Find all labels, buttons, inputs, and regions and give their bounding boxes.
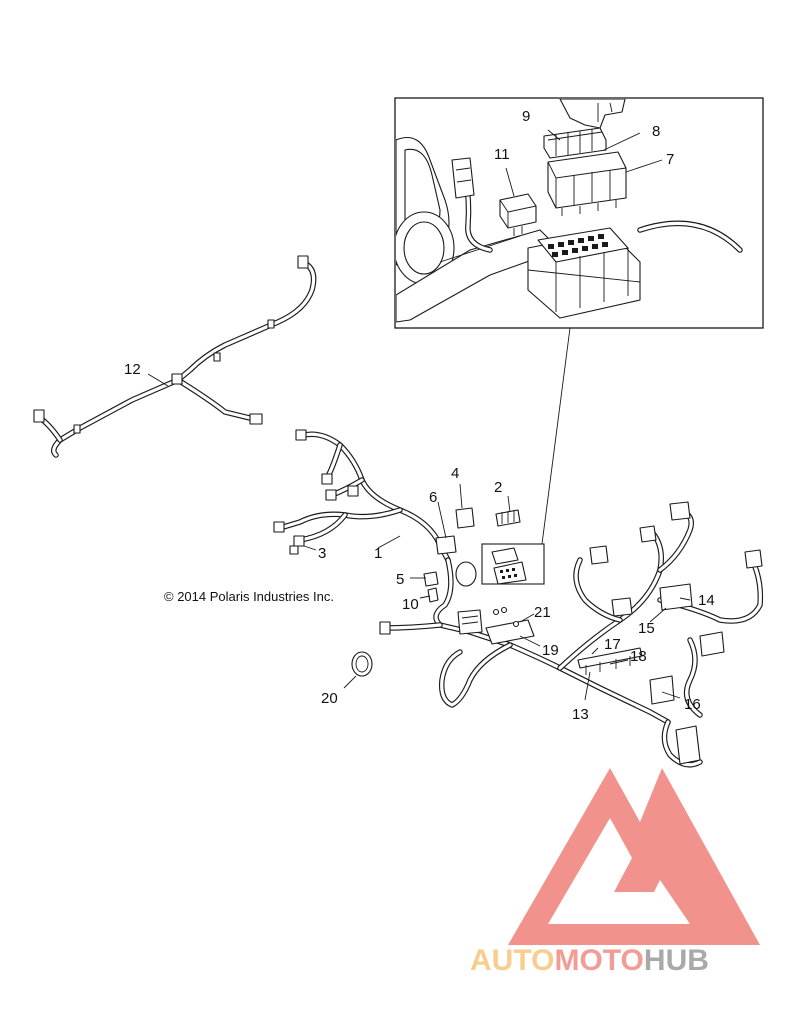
callout-15: 15 <box>638 620 655 637</box>
callout-1: 1 <box>374 545 382 562</box>
harness-12 <box>33 255 317 458</box>
callout-13: 13 <box>572 706 589 723</box>
callout-4: 4 <box>451 465 459 482</box>
relay-11 <box>499 193 537 236</box>
callout-9: 9 <box>522 108 530 125</box>
callout-2: 2 <box>494 479 502 496</box>
fuse-strip-9-8 <box>543 127 607 159</box>
callout-20: 20 <box>321 690 338 707</box>
watermark-auto: AUTO <box>470 944 554 977</box>
callout-18: 18 <box>630 648 647 665</box>
inset-detail-view <box>394 97 764 545</box>
watermark-logo-icon <box>508 768 760 945</box>
callout-3: 3 <box>318 545 326 562</box>
callout-17: 17 <box>604 636 621 653</box>
callout-14: 14 <box>698 592 715 609</box>
callout-11: 11 <box>494 146 510 163</box>
relay-block-7 <box>547 151 627 216</box>
callout-21: 21 <box>534 604 551 621</box>
callout-12: 12 <box>124 361 141 378</box>
callout-7: 7 <box>666 151 674 168</box>
watermark-hub: HUB <box>644 944 709 977</box>
automotohub-watermark: AUTOMOTOHUB <box>470 768 760 977</box>
callout-19: 19 <box>542 642 559 659</box>
callout-labels: 1 2 3 4 5 6 7 8 9 10 11 12 13 14 15 16 1… <box>124 108 715 723</box>
fuse-box <box>527 227 641 319</box>
callout-10: 10 <box>402 596 419 613</box>
callout-16: 16 <box>684 696 701 713</box>
copyright-notice: © 2014 Polaris Industries Inc. <box>164 589 334 604</box>
main-harness-1 <box>273 429 764 768</box>
callout-5: 5 <box>396 571 404 588</box>
callout-8: 8 <box>652 123 660 140</box>
watermark-moto: MOTO <box>554 944 643 977</box>
callout-6: 6 <box>429 489 437 506</box>
watermark-text: AUTOMOTOHUB <box>470 944 709 977</box>
leader-lines <box>303 129 691 701</box>
